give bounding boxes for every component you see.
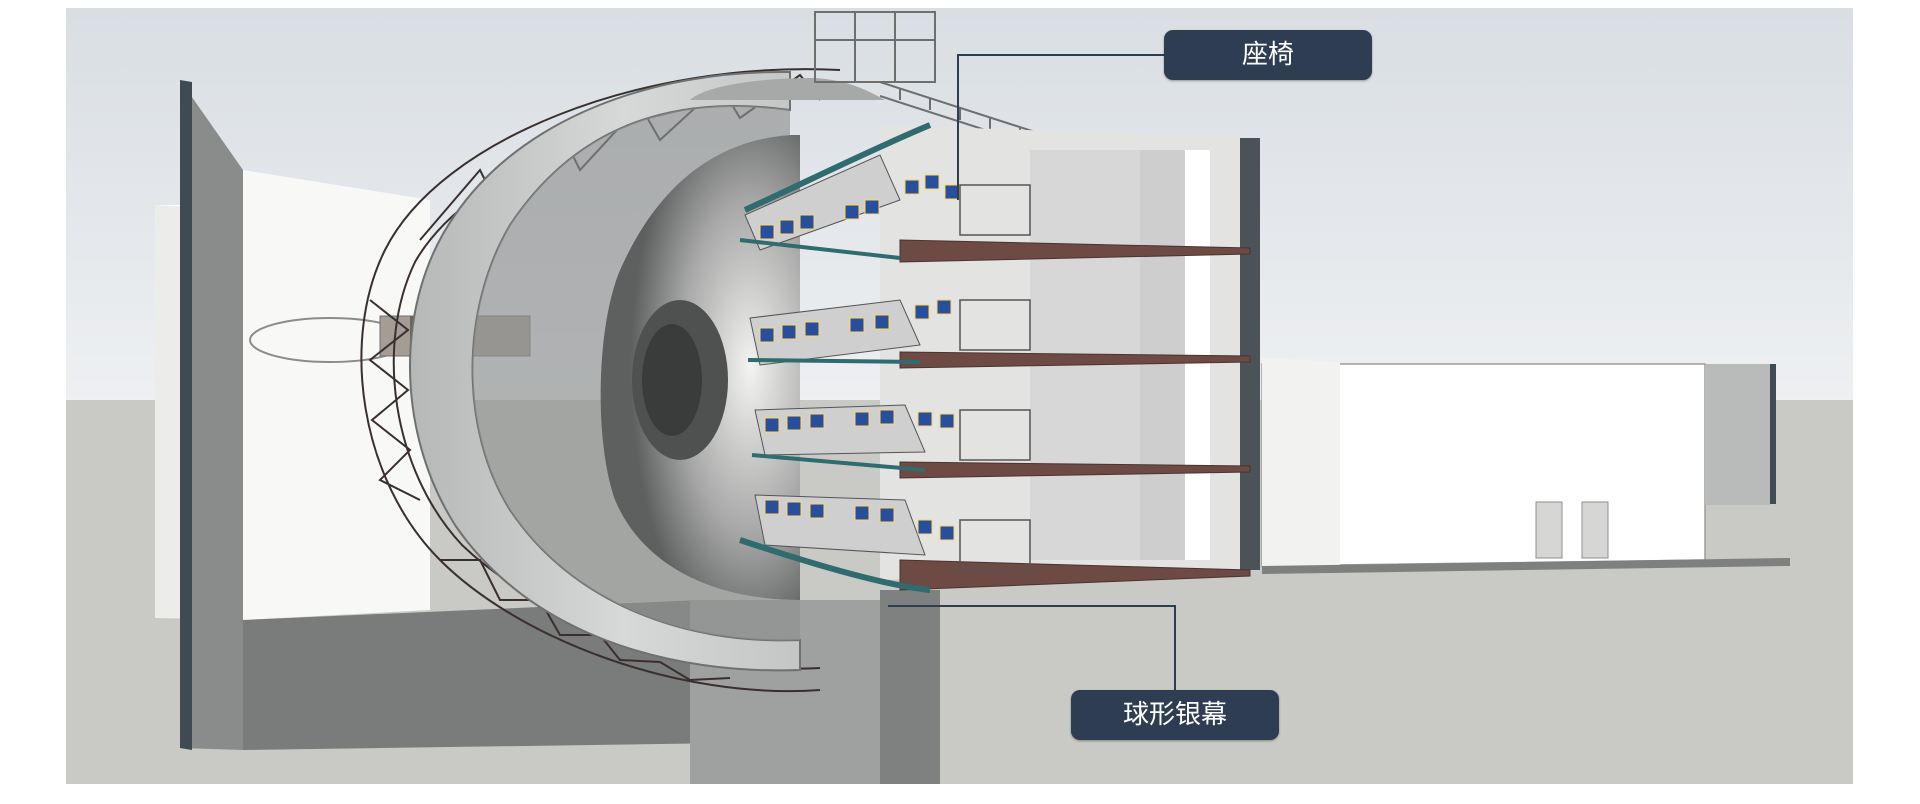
tier-level-2 xyxy=(747,299,952,366)
seat-callout: 座椅 xyxy=(1164,30,1372,80)
leader-lines xyxy=(888,54,1176,690)
side-building xyxy=(1261,358,1790,574)
seating-tiers xyxy=(739,122,1031,593)
tier-level-3 xyxy=(751,404,955,472)
tier-level-4 xyxy=(739,494,955,593)
screen-leader-line xyxy=(888,605,1176,690)
access-stair-scaffold xyxy=(814,11,1061,155)
spherical-screen-callout: 球形银幕 xyxy=(1071,690,1279,740)
top-teal-rim xyxy=(743,122,932,213)
floor-slabs xyxy=(899,239,1251,591)
seat-frames xyxy=(959,184,1031,571)
dome-screen-shell xyxy=(409,70,885,672)
seat-leader-line xyxy=(957,54,1164,200)
outer-wall xyxy=(155,80,940,784)
tier-level-1 xyxy=(739,154,960,260)
